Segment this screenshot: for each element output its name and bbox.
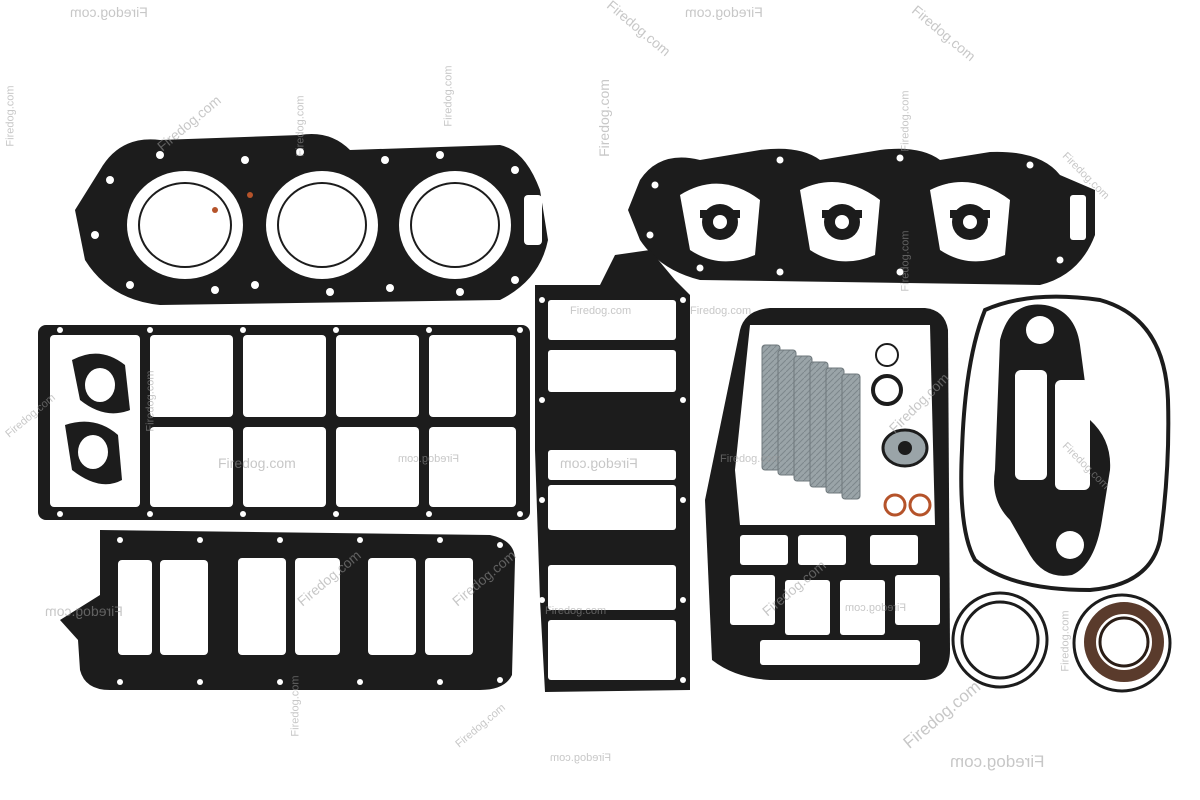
manifold-gasket: [535, 250, 690, 692]
small-seals: [871, 343, 932, 517]
cover-gaskets: [628, 148, 1095, 285]
o-rings: [951, 591, 1049, 689]
reed-plate-gasket: [60, 530, 515, 690]
reed-shims: [761, 344, 861, 500]
head-gaskets: [75, 134, 548, 305]
oil-seal: [1072, 593, 1172, 693]
water-jacket-gasket: [959, 294, 1171, 593]
valve-cover-gasket: [38, 325, 530, 520]
